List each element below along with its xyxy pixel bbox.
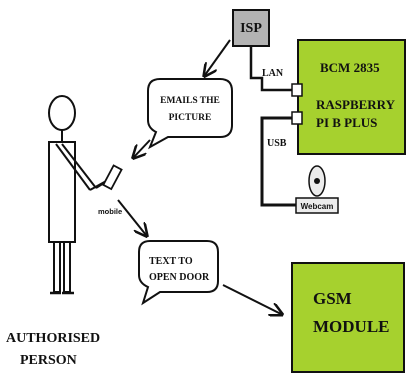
lan-port: [291, 83, 303, 97]
person-caption-line1: AUTHORISED: [6, 331, 100, 346]
person-leg-left: [53, 241, 61, 293]
gsm-module: GSM MODULE: [291, 262, 405, 373]
usb-connection: USB: [260, 116, 296, 207]
email-bubble-line2: PICTURE: [169, 113, 212, 123]
raspberry-line3: PI B PLUS: [316, 115, 377, 130]
usb-port: [291, 111, 303, 125]
person-torso: [48, 141, 76, 243]
raspberry-pi-board: BCM 2835 RASPBERRY PI B PLUS: [291, 39, 406, 155]
text-speech-bubble: TEXT TO OPEN DOOR: [138, 240, 219, 306]
webcam-label: Webcam: [301, 202, 334, 211]
isp-node: ISP: [232, 9, 270, 47]
isp-label: ISP: [240, 21, 262, 36]
gsm-module-box: [291, 262, 405, 373]
webcam-lens-icon: [314, 178, 320, 184]
lan-connection: LAN: [249, 46, 296, 92]
text-bubble-line2: OPEN DOOR: [149, 272, 210, 283]
email-bubble-line1: EMAILS THE: [160, 96, 220, 106]
arrow-phone-to-text: [117, 199, 146, 235]
usb-label: USB: [267, 138, 287, 149]
authorised-person-figure: [48, 95, 113, 295]
webcam: Webcam: [295, 165, 339, 214]
authorised-person-caption: AUTHORISED PERSON: [6, 331, 100, 368]
raspberry-line1: BCM 2835: [320, 60, 380, 75]
usb-line: [260, 116, 296, 207]
webcam-base: [295, 197, 339, 214]
text-bubble-line1: TEXT TO: [149, 256, 193, 267]
mobile-phone: mobile: [98, 164, 123, 216]
arrow-email-to-phone: [134, 139, 151, 157]
person-head: [48, 95, 76, 131]
raspberry-line2: RASPBERRY: [316, 97, 396, 112]
phone-label: mobile: [98, 207, 122, 216]
arrow-isp-to-email: [205, 39, 231, 75]
person-leg-right: [63, 241, 71, 293]
person-arm-upper2: [61, 143, 97, 189]
email-speech-bubble: EMAILS THE PICTURE: [147, 78, 233, 150]
arrow-text-to-gsm: [222, 284, 281, 314]
phone-icon: [102, 164, 123, 191]
gsm-line1: GSM: [313, 289, 352, 308]
gsm-line2: MODULE: [313, 317, 390, 336]
person-arm-upper: [55, 143, 91, 191]
email-bubble-shape: [147, 78, 233, 150]
lan-label: LAN: [262, 68, 284, 79]
lan-line: [249, 46, 296, 92]
person-caption-line2: PERSON: [20, 353, 77, 368]
text-bubble-shape: [138, 240, 219, 306]
raspberry-pi-box: [297, 39, 406, 155]
